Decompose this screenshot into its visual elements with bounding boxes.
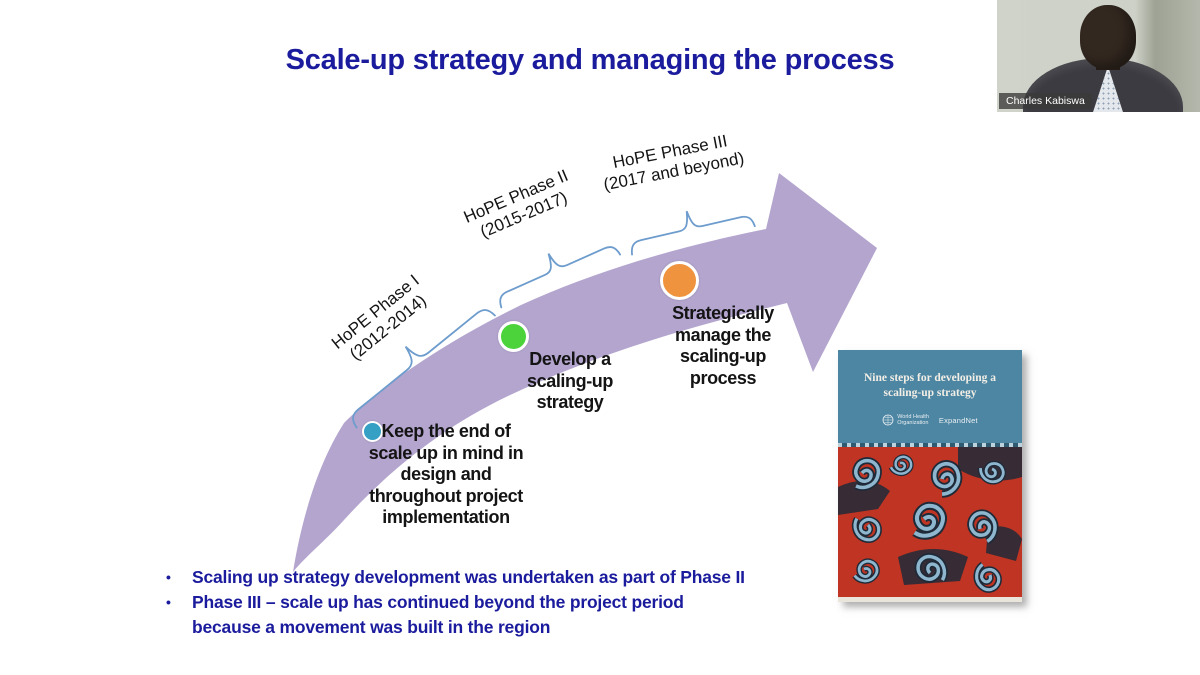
- bullet-item-2: • Phase III – scale up has continued bey…: [166, 590, 806, 615]
- participant-name-label: Charles Kabiswa: [999, 93, 1092, 109]
- book-divider: [838, 443, 1022, 447]
- milestone-label-3: Strategically manage the scaling-up proc…: [672, 303, 774, 388]
- book-batik-art: [838, 447, 1022, 597]
- milestone-dot-teal: [362, 421, 383, 442]
- phase-brace-1: [352, 309, 496, 429]
- milestone-label-2: Develop a scaling-up strategy: [526, 349, 613, 412]
- participant-video[interactable]: Charles Kabiswa: [997, 0, 1200, 112]
- bullet-marker: •: [166, 569, 171, 585]
- expandnet-logo: ExpandNet: [938, 415, 978, 425]
- participant-avatar-head: [1080, 5, 1136, 69]
- who-logo-icon: World Health Organization: [882, 414, 929, 426]
- page-title: Scale-up strategy and managing the proce…: [285, 44, 895, 76]
- bullet-item-1: • Scaling up strategy development was un…: [166, 565, 806, 590]
- book-title: Nine steps for developing a scaling-up s…: [863, 372, 997, 399]
- milestone-dot-green: [498, 321, 529, 352]
- scale-up-arrow: [293, 173, 877, 572]
- bullet-list: • Scaling up strategy development was un…: [166, 565, 806, 640]
- phase-brace-2: [499, 246, 621, 309]
- milestone-dot-orange: [660, 261, 699, 300]
- milestone-label-1: Keep the end of scale up in mind in desi…: [368, 421, 524, 527]
- book-cover: Nine steps for developing a scaling-up s…: [838, 350, 1022, 602]
- bullet-marker: •: [166, 594, 171, 610]
- book-cover-header: Nine steps for developing a scaling-up s…: [838, 350, 1022, 443]
- phase-brace-3: [630, 210, 756, 256]
- bullet-item-2-continued: because a movement was built in the regi…: [192, 617, 551, 637]
- book-page-edge: [838, 597, 1022, 602]
